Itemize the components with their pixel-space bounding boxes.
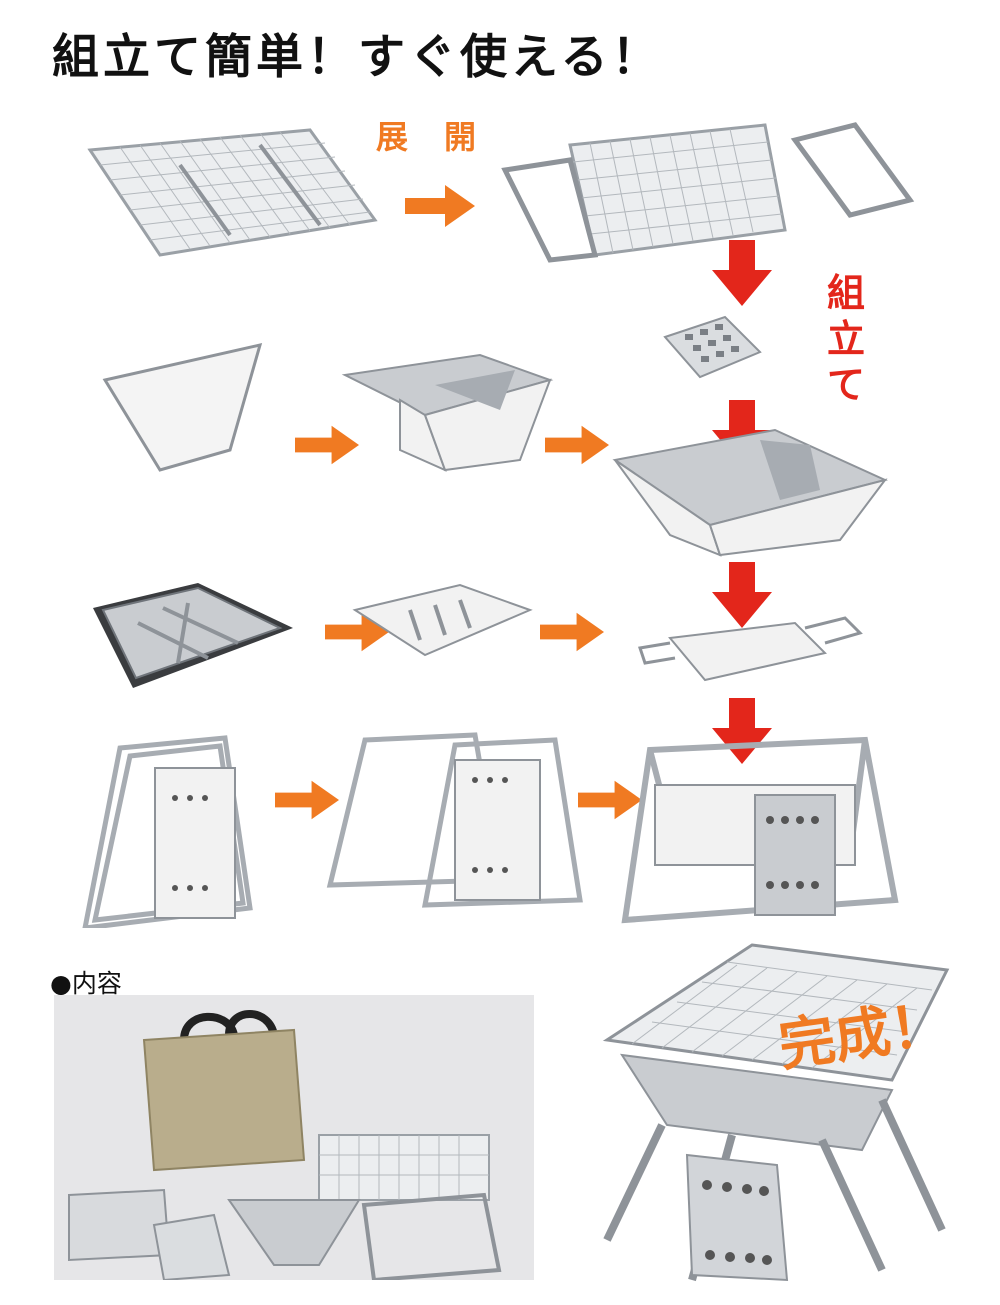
grill-grate-folded-image: [87, 128, 378, 257]
stand-frame-opening-image: [326, 732, 583, 908]
completed-grill-image: [602, 943, 950, 1282]
contents-illustration: [68, 1010, 502, 1283]
firebox-assembled-image: [612, 428, 888, 557]
orange-arrow-right-icon: [545, 425, 609, 465]
expand-label: 展 開: [376, 118, 479, 156]
ash-tray-opening-image: [352, 583, 533, 657]
assemble-char-2: 立: [826, 317, 865, 361]
stand-frame-assembled-image: [621, 736, 899, 924]
red-arrow-down-icon: [712, 562, 772, 628]
firebox-panel-flat-image: [102, 342, 263, 472]
ash-tray-folded-image: [93, 583, 293, 688]
stand-frame-folded-image: [82, 735, 253, 928]
orange-arrow-right-icon: [578, 780, 642, 820]
orange-arrow-right-icon: [275, 780, 339, 820]
orange-arrow-right-icon: [540, 612, 604, 652]
assemble-label: 組 立 て: [824, 270, 868, 408]
orange-arrow-right-icon: [405, 185, 475, 227]
grill-grate-expanded-image: [501, 122, 915, 263]
assemble-char-1: 組: [826, 271, 865, 315]
page-title: 組立て簡単！すぐ使える！: [52, 30, 663, 85]
red-arrow-down-icon: [712, 698, 772, 764]
firebox-half-folded-image: [341, 353, 554, 472]
ash-tray-open-image: [638, 616, 863, 682]
contents-label: ●内容: [50, 969, 122, 998]
perforated-plate-image: [663, 315, 762, 379]
red-arrow-down-icon: [712, 400, 772, 466]
orange-arrow-right-icon: [295, 425, 359, 465]
contents-photo: [54, 995, 534, 1283]
assemble-char-3: て: [826, 363, 865, 407]
red-arrow-down-icon: [712, 240, 772, 306]
